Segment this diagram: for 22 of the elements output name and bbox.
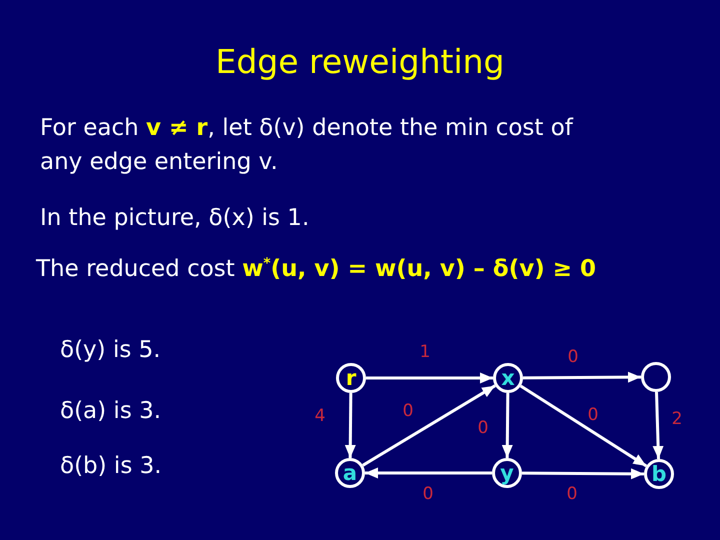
example-note: In the picture, δ(x) is 1. <box>40 204 310 233</box>
delta-value-text: δ(b) is 3. <box>60 452 162 481</box>
delta-value-text: δ(y) is 5. <box>60 336 161 365</box>
arrow <box>522 468 644 480</box>
arrow <box>362 384 496 467</box>
arrow <box>366 372 493 384</box>
arrow <box>344 392 356 458</box>
empty-node-circle <box>641 362 671 392</box>
graph-node: y <box>492 458 522 488</box>
arrow <box>502 392 513 458</box>
graph-node: a <box>335 458 365 488</box>
delta-value-text: δ(a) is 3. <box>60 397 162 426</box>
reduced-cost-formula: The reduced cost w$^{*}$(u, v) = w(u, v) – δ(v) ≥ 0 <box>36 254 596 284</box>
arrow <box>652 392 664 460</box>
arrow <box>520 384 648 468</box>
graph-node: r <box>336 363 366 393</box>
arrow <box>522 372 642 383</box>
arrow <box>365 468 492 478</box>
graph-node: b <box>644 459 674 489</box>
slide-title: Edge reweighting <box>214 42 506 81</box>
graph-node: x <box>493 363 523 393</box>
definition-text: For each v ≠ r, let δ(v) denote the min cost of any edge entering v. <box>40 114 574 177</box>
